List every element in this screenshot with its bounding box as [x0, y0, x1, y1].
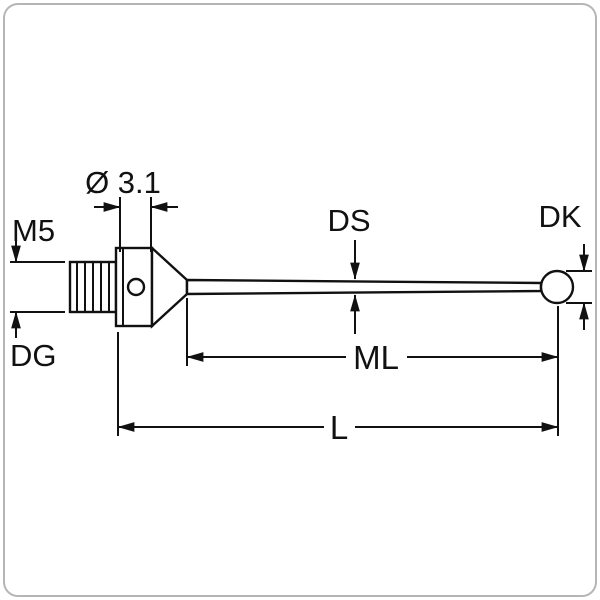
taper-cone	[150, 245, 189, 329]
stylus-parts	[68, 245, 575, 329]
dim-stem-diameter: DS	[327, 203, 371, 334]
dim-hole-diameter: Ø 3.1	[85, 165, 178, 252]
label-total-length: L	[330, 409, 348, 446]
label-ball-diameter: DK	[538, 199, 581, 234]
cross-hole	[126, 277, 146, 297]
ball-tip	[539, 269, 575, 305]
label-measuring-length: ML	[353, 339, 399, 376]
label-hole-diameter: Ø 3.1	[85, 165, 161, 200]
dim-measuring-length: ML	[186, 298, 559, 436]
dim-total-length: L	[117, 332, 559, 446]
dim-thread-diameter: M5 DG	[10, 213, 65, 373]
dim-ball-diameter: DK	[538, 199, 592, 330]
stem-shaft	[185, 278, 543, 296]
image-border	[3, 3, 597, 597]
thread-lines	[76, 262, 110, 312]
label-thread: M5	[12, 213, 55, 248]
label-thread-diameter: DG	[10, 338, 57, 373]
label-stem-diameter: DS	[327, 203, 370, 238]
